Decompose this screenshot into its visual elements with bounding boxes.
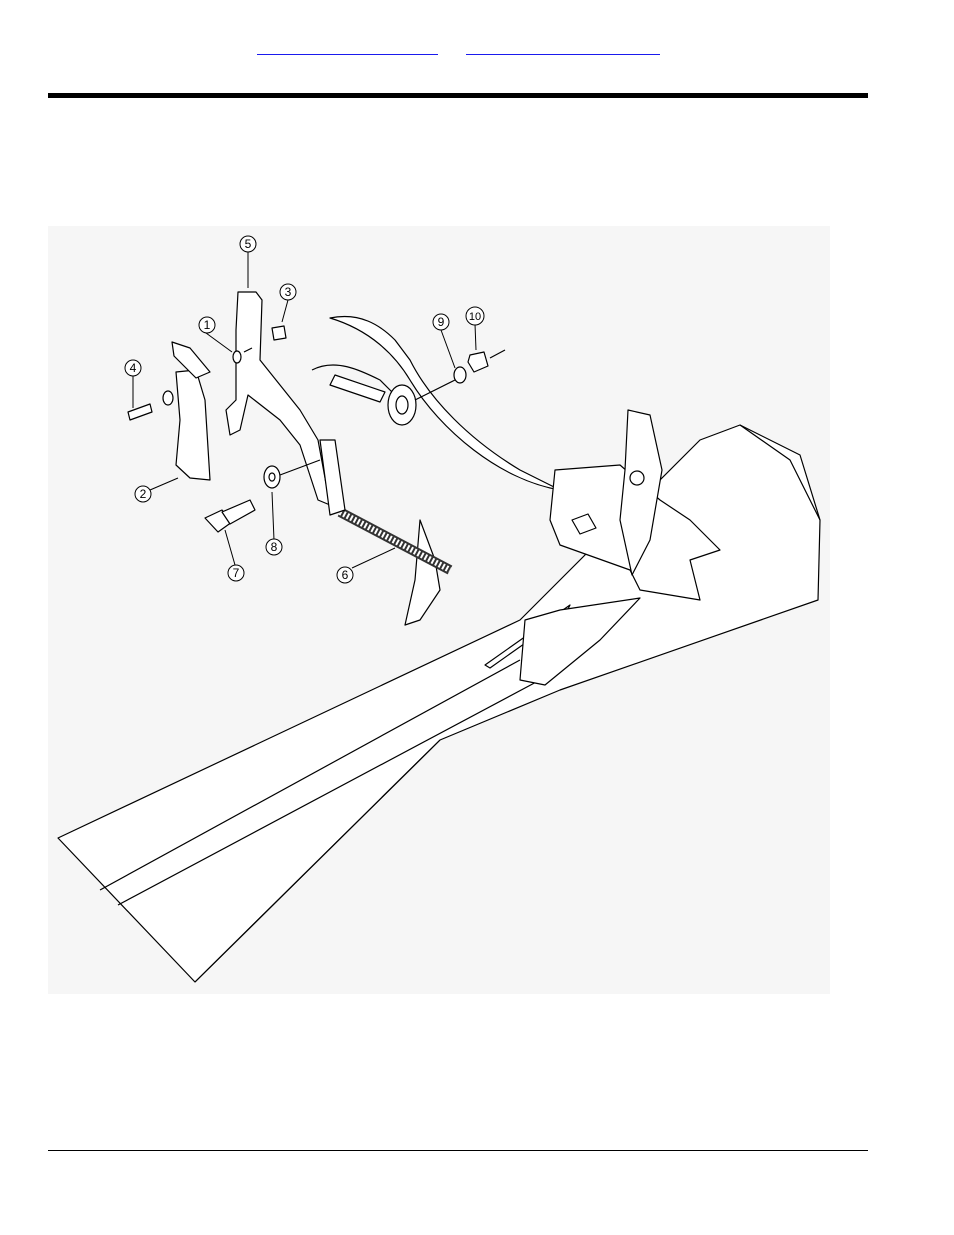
- part-1-washer: [233, 351, 241, 363]
- callout-2: 2: [140, 487, 147, 501]
- callout-6: 6: [342, 568, 349, 582]
- header-link-1[interactable]: [257, 38, 438, 55]
- callout-4: 4: [130, 361, 137, 375]
- parts-diagram: 1 2 3 4 5 6 7 8 9 10: [48, 226, 830, 994]
- part-3-nut: [272, 326, 286, 340]
- part-4-washer: [163, 391, 173, 405]
- callout-7: 7: [233, 566, 240, 580]
- pivot-bolt: [630, 471, 644, 485]
- header-link-2[interactable]: [466, 38, 660, 55]
- callout-1: 1: [204, 318, 211, 332]
- footer-rule: [48, 1150, 868, 1151]
- callout-3: 3: [285, 285, 292, 299]
- header-rule: [48, 93, 868, 98]
- parts-diagram-svg: 1 2 3 4 5 6 7 8 9 10: [48, 226, 830, 994]
- part-9-washer: [454, 367, 466, 383]
- callout-10: 10: [469, 311, 481, 323]
- callout-8: 8: [271, 540, 278, 554]
- callout-5: 5: [245, 237, 252, 251]
- callout-9: 9: [438, 315, 445, 329]
